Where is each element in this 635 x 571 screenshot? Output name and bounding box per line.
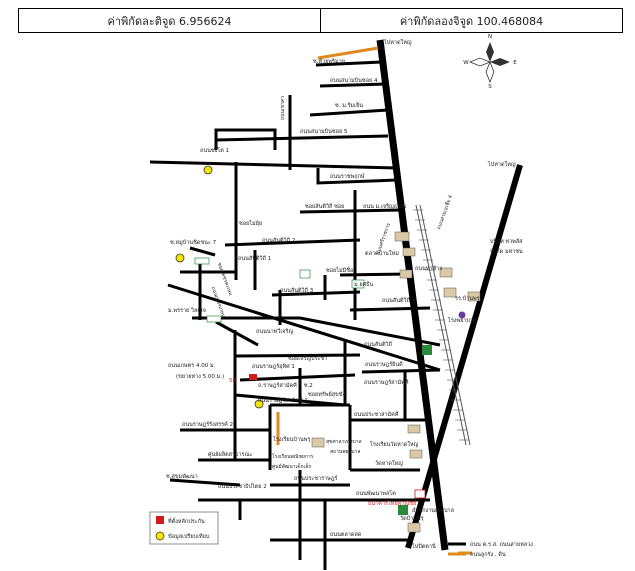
label-nursery: ศูนย์พัฒนาเด็กเล็ก xyxy=(272,462,311,470)
label-ratsamak-rd: ถนนราษฎร์สามัคคี xyxy=(364,379,409,386)
label-ratchaphruek: ถนนราชพฤกษ์ xyxy=(330,173,365,180)
label-yothin: ซ. ม.ริมเย็น xyxy=(335,101,363,109)
label-saensuk: ซอยสันติวิถี ซอย xyxy=(305,203,344,210)
label-charoen: ถนนสันติวิถี xyxy=(364,341,392,348)
label-school-n: โรงเรียนวัดหาดใหญ่ xyxy=(370,440,419,448)
legend: ที่ตั้งหลักประกัน ข้อมูลเปรียบเทียบ ถนน … xyxy=(149,511,533,558)
label-center: ศูนย์ผลิตสาธารณะ xyxy=(208,451,253,458)
label-santi2: ถนนสันติวิถี 2 xyxy=(262,237,295,244)
label-m-charoentham: ถนน ม.เจริญธรรม xyxy=(363,203,407,210)
label-school-big: โรงเรียนบ้านพรุ xyxy=(273,435,310,443)
label-m-sarabun: ถนนราษฎร์ยินดี xyxy=(365,361,403,368)
label-wang-pum: ถนนท่าช้าง xyxy=(415,265,442,272)
label-wat-phru: วัดบ้านพรุ xyxy=(400,515,424,522)
longitude-cell: ค่าพิกัดลองจิจูด 100.468084 xyxy=(320,9,622,32)
secondary-roads xyxy=(149,60,441,570)
label-to-hatyai-top: ไปหาดใหญ่ xyxy=(383,39,412,46)
label-santi3: ถนนสันติวิถี 3 xyxy=(280,287,314,294)
label-company: บริษัท ทวพลัส xyxy=(490,238,523,245)
label-soi-yai: ซ.หมู่บ้านชิดชนะ 7 xyxy=(170,239,217,246)
label-wat-hat: วัดหาดใหญ่ xyxy=(375,460,403,467)
label-sena: ถนนเกษตร 4.00 ม. xyxy=(168,363,216,369)
label-sanambin5: ถนนสนามบินซอย 5 xyxy=(300,128,348,135)
label-to-health: สถานพยาบาล xyxy=(330,449,360,455)
label-ranong1: ถนนราษฎร์อุทิศ 1 xyxy=(252,363,295,370)
label-sanambin4: ถนนสนามบินซอย 4 xyxy=(330,77,378,84)
label-m-yothin: ม.ยศธีน xyxy=(354,281,373,288)
label-to-pattani: ไปปัตตานี xyxy=(411,543,436,550)
label-soi-huaimawn: ซ.ห้วยพริมาย xyxy=(313,58,345,65)
label-school-r: รร.บ้านพรุ xyxy=(455,295,480,302)
label-natha-rd: ถนนนาทวีเจริญ xyxy=(256,328,293,335)
coordinate-header: ค่าพิกัดละติจูด 6.956624 ค่าพิกัดลองจิจู… xyxy=(18,8,623,33)
legend-road-dirt: ถนนลูกรัง , ดิน xyxy=(470,551,506,558)
label-songkhla: ถนนประชาราษฎร์ xyxy=(294,475,337,482)
label-song-to1: ถนนซงโต 1 xyxy=(200,146,229,154)
compass-s: S xyxy=(488,84,492,90)
label-ratsamakkhi: ถนนราษฎร์สามัคคี 1 xyxy=(258,397,308,404)
site-marker xyxy=(249,374,257,380)
label-pracha-rd: ถนนประชาธิปไตย 2 xyxy=(218,483,267,490)
legend-road-main: ถนน ค.ร.ส. ถนนสายหลวง xyxy=(470,541,533,548)
label-hospital: โรงพยาบาล xyxy=(448,316,476,324)
label-kho-nwa: ถนนพัฒนาพลโต xyxy=(356,489,396,497)
legend-site: ที่ตั้งหลักประกัน xyxy=(168,517,205,525)
label-railway: ถนนสายเอเชีย 4 xyxy=(435,194,454,230)
label-kindergarten: โรงเรียนพณิชยการ xyxy=(272,453,314,460)
label-sena2: (ขยายทาง 5.00 ม.) xyxy=(176,374,224,380)
label-health: สุขศาลาเทศบาล xyxy=(326,439,362,445)
label-talat-mai: ตลาดบ้านใหม่ xyxy=(365,250,399,257)
label-khaokha: ถนนเขาคา xyxy=(280,96,286,120)
label-soi-meena: ซอยไม่มีชื่อ xyxy=(326,266,353,274)
compass-w: W xyxy=(463,60,469,66)
label-sukhum: ซ.สุขุมพัฒนา xyxy=(166,473,198,480)
compass-n: N xyxy=(488,34,492,40)
label-ranong2: ถ.ราษฎร์สามัคคี 1 ซ.2 xyxy=(258,382,313,389)
label-sathi: ถนนประชาสามัคคี xyxy=(354,411,399,418)
label-bank2: สำนักงานเทศบาล xyxy=(412,507,454,514)
compass-e: E xyxy=(513,60,517,66)
label-soi-cho: ซอยเพชรคะเษม xyxy=(216,262,234,297)
label-soi-talat: ถนนตลาดสด xyxy=(330,531,362,538)
info-markers xyxy=(175,165,264,409)
legend-info: ข้อมูลเปรียบเทียบ xyxy=(168,533,210,540)
label-soi-sap: ซอยทรัพย์สุขขัง xyxy=(308,391,346,398)
label-santi4: ถนนสันติวิถี 4 xyxy=(382,297,416,304)
label-m-narai: ม.พรราย วิลเลจ xyxy=(168,307,206,314)
label-rassadon2: ถนนราษฎร์รังสรรค์ 2 xyxy=(182,421,233,428)
railway xyxy=(413,204,471,446)
landmark-icons xyxy=(194,231,481,533)
compass: N S W E xyxy=(463,34,517,90)
label-to-hatyai-right: ไปหาดใหญ่ xyxy=(487,161,516,168)
label-santi1: ถนนสันติวิถี 1 xyxy=(238,255,271,262)
label-num-58: 58 xyxy=(229,378,236,384)
label-soi-charoen: ซอยเจริญประชา xyxy=(288,355,327,362)
label-company2: จำกัด มหาชน xyxy=(490,248,523,255)
latitude-cell: ค่าพิกัดละติจูด 6.956624 xyxy=(107,14,232,28)
label-soi-nyui: ซอยไม่ยุ้ย xyxy=(239,220,262,227)
right-highway xyxy=(405,164,523,549)
label-bank-name: ธนาคารไทยพาณิชย์ xyxy=(368,500,416,507)
